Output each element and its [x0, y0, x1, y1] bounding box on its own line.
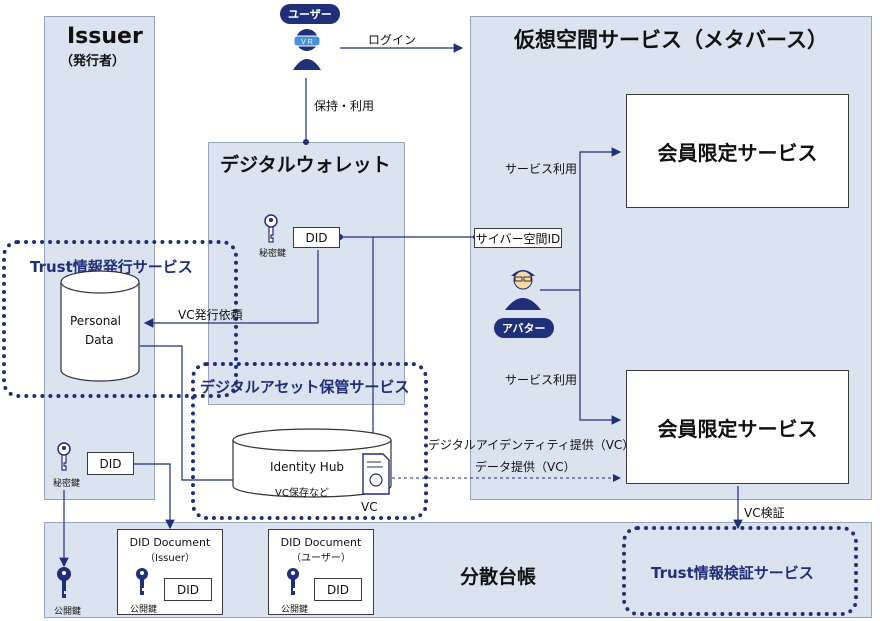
- doc-issuer-key-icon: [136, 568, 148, 595]
- svg-text:V R: V R: [301, 39, 313, 46]
- doc-user-subtitle: （ユーザー）: [291, 553, 351, 564]
- doc-user-title: DID Document: [280, 536, 362, 549]
- ledger-title: 分散台帳: [460, 566, 537, 588]
- key-icon: [264, 214, 278, 243]
- doc-issuer-did-label: DID: [176, 582, 200, 597]
- certificate-icon: [362, 453, 390, 495]
- issuer-panel: [44, 16, 155, 500]
- identity-hub-label: Identity Hub: [270, 460, 345, 474]
- asset-storage-title: デジタルアセット保管サービス: [200, 378, 410, 396]
- doc-issuer-did-box: DID: [164, 578, 212, 601]
- avatar-badge: アバター: [494, 318, 554, 338]
- login-label: ログイン: [368, 33, 417, 47]
- doc-issuer-title: DID Document: [129, 536, 211, 549]
- identity-hub-db-icon: [232, 428, 392, 498]
- doc-user-key-icon: [287, 568, 299, 595]
- cyber-id-label: サイバー空間ID: [475, 231, 561, 246]
- database-icon: [60, 270, 140, 382]
- issuer-did-box: DID: [87, 452, 134, 475]
- personal-data-line2: Data: [85, 333, 114, 347]
- ledger-public-key-label: 公開鍵: [54, 607, 82, 617]
- wallet-title: デジタルウォレット: [220, 154, 391, 176]
- member-service-bottom-label: 会員限定サービス: [657, 416, 818, 441]
- personal-data-line1: Personal: [70, 314, 122, 328]
- issuer-secret-key-label: 秘密鍵: [53, 479, 81, 489]
- doc-user-public-key-label: 公開鍵: [281, 605, 309, 615]
- trust-verify-title: Trust情報検証サービス: [651, 564, 814, 582]
- asset-storage-region: [191, 362, 428, 520]
- vc-request-label: VC発行依頼: [178, 308, 243, 322]
- vr-user-icon: V R: [293, 29, 321, 70]
- vc-label: VC: [361, 500, 378, 514]
- issuer-key-icon: [57, 442, 71, 471]
- hold-use-label: 保持・利用: [314, 99, 375, 113]
- wallet-did-box: DID: [293, 227, 340, 248]
- vc-storage-label: VC保存など: [275, 488, 329, 499]
- identity-provide-line1: デジタルアイデンティティ提供（VC）: [428, 438, 635, 452]
- vc-verify-label: VC検証: [744, 506, 785, 520]
- issuer-did-label: DID: [99, 456, 122, 471]
- avatar-icon: [505, 270, 541, 310]
- user-badge: ユーザー: [280, 4, 340, 24]
- wallet-did-label: DID: [305, 230, 328, 245]
- metaverse-title: 仮想空間サービス（メタバース）: [514, 28, 828, 52]
- issuer-subtitle: （発行者）: [60, 54, 126, 69]
- doc-issuer-public-key-label: 公開鍵: [130, 605, 158, 615]
- member-service-top: 会員限定サービス: [626, 94, 849, 208]
- identity-provide-line2: データ提供（VC）: [475, 460, 576, 474]
- doc-issuer-subtitle: （Issuer）: [145, 553, 195, 564]
- doc-user-did-label: DID: [326, 582, 350, 597]
- wallet-panel: [208, 142, 405, 405]
- issuer-title: Issuer: [67, 24, 143, 49]
- member-service-top-label: 会員限定サービス: [657, 140, 818, 165]
- wallet-secret-key-label: 秘密鍵: [259, 249, 287, 259]
- ledger-key-icon: [57, 567, 71, 598]
- cyber-id-box: サイバー空間ID: [474, 228, 562, 248]
- service-use-bottom-label: サービス利用: [505, 373, 578, 387]
- service-use-top-label: サービス利用: [505, 162, 578, 176]
- trust-issue-title: Trust情報発行サービス: [30, 258, 193, 276]
- doc-user-did-box: DID: [314, 578, 362, 601]
- trust-verify-region: [622, 526, 858, 616]
- member-service-bottom: 会員限定サービス: [626, 370, 849, 484]
- trust-issue-region: [2, 240, 238, 398]
